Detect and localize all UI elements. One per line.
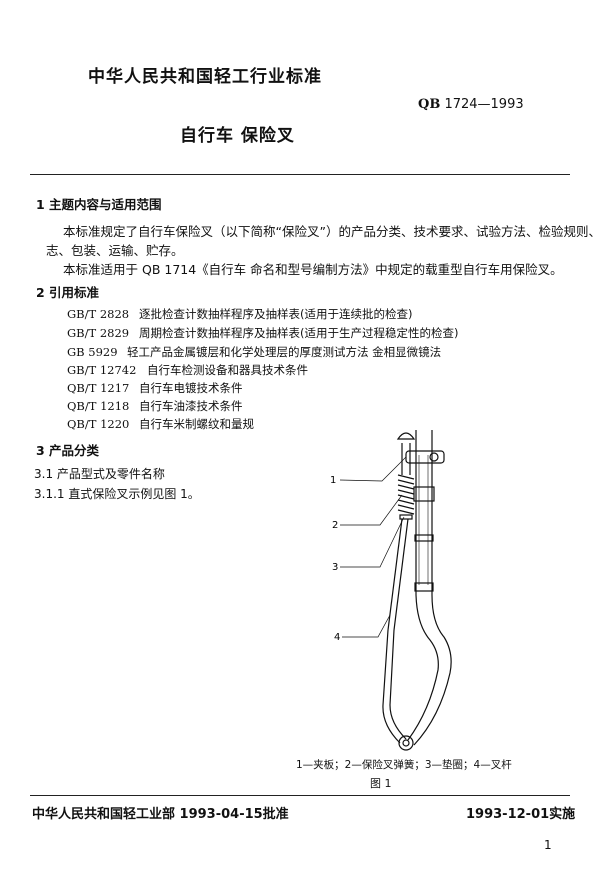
reference-code: GB/T 12742 bbox=[67, 363, 137, 377]
callout-1: 1 bbox=[330, 475, 336, 486]
section-1-paragraph-2: 本标准适用于 QB 1714《自行车 命名和型号编制方法》中规定的载重型自行车用… bbox=[63, 262, 563, 277]
callout-2: 2 bbox=[332, 520, 338, 531]
standard-number: QB 1724—1993 bbox=[418, 97, 524, 112]
reference-code: QB/T 1217 bbox=[67, 381, 130, 395]
reference-code: GB/T 2829 bbox=[67, 326, 130, 340]
reference-item: GB/T 2828 逐批检查计数抽样程序及抽样表(适用于连续批的检查) bbox=[67, 306, 412, 322]
callout-4: 4 bbox=[334, 632, 340, 643]
reference-title: 自行车米制螺纹和量规 bbox=[139, 417, 254, 431]
reference-title: 轻工产品金属镀层和化学处理层的厚度测试方法 金相显微镜法 bbox=[127, 345, 442, 359]
subsection-3-1-1: 3.1.1 直式保险叉示例见图 1。 bbox=[34, 487, 200, 501]
header-divider bbox=[30, 174, 570, 175]
reference-title: 周期检查计数抽样程序及抽样表(适用于生产过程稳定性的检查) bbox=[139, 326, 459, 340]
section-1-heading: 1 主题内容与适用范围 bbox=[36, 197, 162, 212]
section-3-heading: 3 产品分类 bbox=[36, 443, 100, 458]
reference-title: 自行车电镀技术条件 bbox=[139, 381, 243, 395]
reference-title: 自行车油漆技术条件 bbox=[139, 399, 243, 413]
reference-item: QB/T 1217 自行车电镀技术条件 bbox=[67, 380, 243, 396]
section-1-paragraph-1-line-2: 志、包装、运输、贮存。 bbox=[46, 243, 184, 258]
issuing-authority-title: 中华人民共和国轻工行业标准 bbox=[88, 67, 322, 87]
safety-fork-drawing: 1 2 3 4 bbox=[330, 430, 452, 751]
reference-code: GB/T 2828 bbox=[67, 307, 130, 321]
page-number: 1 bbox=[544, 838, 552, 852]
callout-3: 3 bbox=[332, 562, 338, 573]
reference-item: GB/T 2829 周期检查计数抽样程序及抽样表(适用于生产过程稳定性的检查) bbox=[67, 325, 458, 341]
effective-date: 1993-12-01实施 bbox=[466, 807, 576, 822]
reference-code: QB/T 1220 bbox=[67, 417, 130, 431]
reference-item: QB/T 1218 自行车油漆技术条件 bbox=[67, 398, 243, 414]
reference-code: QB/T 1218 bbox=[67, 399, 130, 413]
reference-item: GB/T 12742 自行车检测设备和器具技术条件 bbox=[67, 362, 308, 378]
document-title: 自行车 保险叉 bbox=[180, 126, 295, 146]
reference-title: 自行车检测设备和器具技术条件 bbox=[147, 363, 308, 377]
figure-caption: 1—夹板；2—保险叉弹簧；3—垫圈；4—叉杆 bbox=[296, 759, 512, 771]
figure-number: 图 1 bbox=[370, 777, 392, 790]
section-1-paragraph-1-line-1: 本标准规定了自行车保险叉（以下简称“保险叉”）的产品分类、技术要求、试验方法、检… bbox=[63, 224, 600, 239]
approval-statement: 中华人民共和国轻工业部 1993-04-15批准 bbox=[32, 807, 289, 822]
standard-prefix: QB bbox=[418, 97, 441, 112]
reference-code: GB 5929 bbox=[67, 345, 118, 359]
reference-item: QB/T 1220 自行车米制螺纹和量规 bbox=[67, 416, 254, 432]
subsection-3-1: 3.1 产品型式及零件名称 bbox=[34, 467, 165, 481]
section-2-heading: 2 引用标准 bbox=[36, 285, 100, 300]
footer-divider bbox=[30, 795, 570, 796]
reference-title: 逐批检查计数抽样程序及抽样表(适用于连续批的检查) bbox=[139, 307, 413, 321]
standard-code: 1724—1993 bbox=[444, 97, 524, 112]
reference-item: GB 5929 轻工产品金属镀层和化学处理层的厚度测试方法 金相显微镜法 bbox=[67, 344, 441, 360]
